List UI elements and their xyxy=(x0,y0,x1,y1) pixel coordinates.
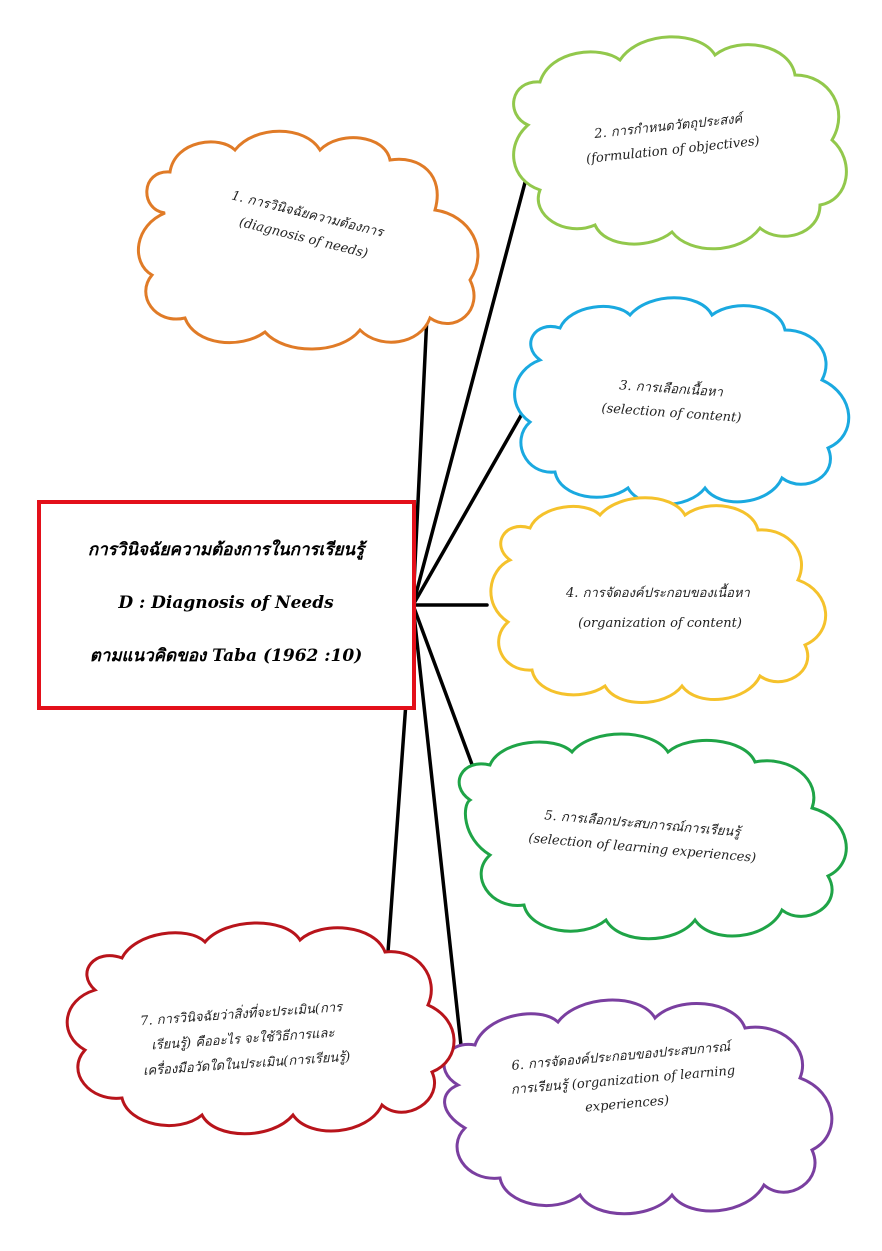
cloud-organization-of-learning-experiences: 6. การจัดองค์ประกอบของประสบการณ์ การเรีย… xyxy=(442,998,834,1216)
center-box-border xyxy=(37,500,416,710)
cloud-4-line-2: (organization of content) xyxy=(578,616,742,631)
center-box-title-english: D : Diagnosis of Needs xyxy=(117,593,334,613)
cloud-shape-3 xyxy=(513,296,851,506)
cloud-4-line-1: 4. การจัดองค์ประกอบของเนื้อหา xyxy=(565,583,750,601)
cloud-shape-5 xyxy=(457,732,848,941)
cloud-shape-6 xyxy=(442,998,834,1216)
cloud-6-line-3: experiences) xyxy=(585,1093,670,1115)
connector-line-6 xyxy=(411,603,467,1084)
cloud-shape-1 xyxy=(136,129,480,351)
cloud-selection-of-content: 3. การเลือกเนื้อหา (selection of content… xyxy=(513,296,851,506)
cloud-shape-7 xyxy=(65,921,456,1136)
cloud-formulation-of-objectives: 2. การกำหนดวัตถุประสงค์ (formulation of … xyxy=(512,35,848,251)
cloud-organization-of-content: 4. การจัดองค์ประกอบของเนื้อหา (organizat… xyxy=(489,496,828,704)
center-box: การวินิจฉัยความต้องการในการเรียนรู้ D : … xyxy=(37,500,416,710)
center-box-title-thai: การวินิจฉัยความต้องการในการเรียนรู้ xyxy=(88,539,368,560)
svg-text:4. การจัดองค์ประกอบของเนื้อหา: 4. การจัดองค์ประกอบของเนื้อหา (organizat… xyxy=(565,583,754,631)
cloud-shape-4 xyxy=(489,496,828,704)
cloud-shape-2 xyxy=(512,35,848,251)
cloud-diagnosis-of-needs: 1. การวินิจฉัยความต้องการ (diagnosis of … xyxy=(136,129,480,351)
connector-line-3 xyxy=(411,403,529,607)
center-box-source: ตามแนวคิดของ Taba (1962 :10) xyxy=(90,646,363,666)
cloud-selection-of-learning-experiences: 5. การเลือกประสบการณ์การเรียนรู้ (select… xyxy=(457,732,848,941)
cloud-evaluation: 7. การวินิจฉัยว่าสิ่งที่จะประเมิน(การ เร… xyxy=(65,921,456,1136)
connector-line-2 xyxy=(411,173,529,607)
